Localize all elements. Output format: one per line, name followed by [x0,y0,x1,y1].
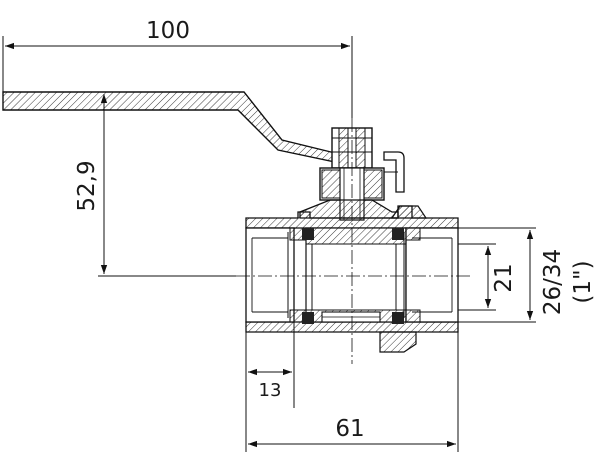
right-port [405,227,459,323]
dim-label-26-34: 26/34 [540,249,566,315]
lever-handle-outline [2,91,336,163]
ball-upper [305,227,407,245]
dim-label-21: 21 [491,263,517,292]
left-port [245,227,295,323]
dim-label-thread-inch: (1") [570,260,596,303]
lever-handle [2,91,336,163]
centerlines [236,118,470,364]
dimensions [2,36,536,452]
stop-tab [383,151,405,193]
seal-bottom-left [302,312,314,324]
dim-label-52-9: 52,9 [74,160,100,211]
valve-body [245,199,459,353]
seal-top-right [392,228,404,240]
seal-top-left [302,228,314,240]
seal-bottom-right [392,312,404,324]
dim-label-61: 61 [335,416,364,442]
dim-label-13: 13 [259,380,282,401]
dim-label-100: 100 [146,18,190,44]
